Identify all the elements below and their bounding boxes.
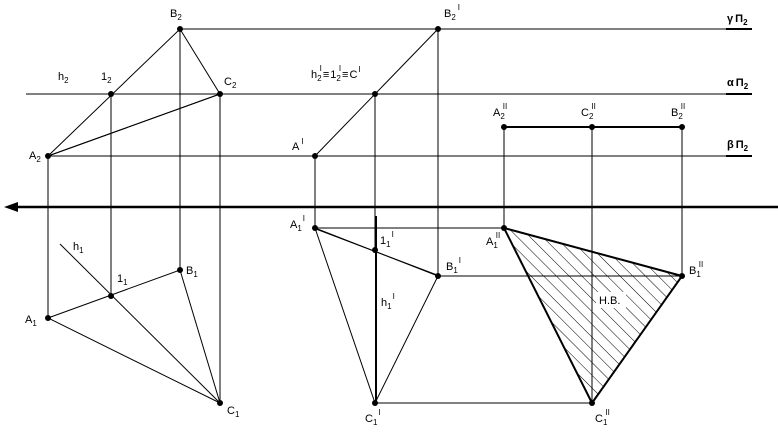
dot-a2pp bbox=[501, 124, 507, 130]
triangle-frontal bbox=[47, 28, 221, 157]
true-size-label: Н.В. bbox=[599, 295, 620, 307]
label-c1pp: C1II bbox=[595, 408, 610, 427]
dot-b2pp bbox=[679, 124, 685, 130]
dot-ap bbox=[312, 153, 318, 159]
dot-a1p bbox=[312, 225, 318, 231]
horizontal-h1-line bbox=[59, 243, 221, 404]
dot-b2p bbox=[435, 26, 441, 32]
true-size-edge-ac bbox=[503, 227, 593, 404]
dot-c1p bbox=[372, 400, 378, 406]
point-dots bbox=[45, 26, 685, 406]
label-c1: C1 bbox=[227, 405, 240, 419]
dot-a2 bbox=[45, 153, 51, 159]
label-a1pp: A1II bbox=[486, 231, 500, 250]
true-size-triangle bbox=[503, 227, 683, 404]
triangle-horizontal bbox=[46, 269, 221, 404]
dot-a1pp bbox=[501, 225, 507, 231]
label-a2: A2 bbox=[29, 150, 41, 164]
dot-1-1 bbox=[108, 293, 114, 299]
dot-a1 bbox=[45, 315, 51, 321]
true-size-edge-ab bbox=[503, 227, 683, 277]
label-1-2: 12 bbox=[101, 71, 112, 85]
true-size-edge-bc bbox=[591, 275, 683, 404]
label-equivalence: h2I≡12I≡CI bbox=[311, 64, 361, 83]
label-b2pp: B2II bbox=[671, 102, 685, 121]
dot-1-1p bbox=[372, 247, 378, 253]
label-h1: h1 bbox=[73, 241, 84, 255]
dot-b1p bbox=[435, 273, 441, 279]
axis-arrow bbox=[4, 202, 18, 212]
dot-c2 bbox=[217, 91, 223, 97]
label-a1p: A1I bbox=[290, 214, 305, 233]
dot-1-2 bbox=[108, 91, 114, 97]
dot-b1 bbox=[177, 267, 183, 273]
dot-c1pp bbox=[589, 400, 595, 406]
label-a2pp: A2II bbox=[493, 102, 507, 121]
label-h2: h2 bbox=[58, 71, 69, 85]
dot-b1pp bbox=[679, 273, 685, 279]
dot-c2p bbox=[372, 91, 378, 97]
label-h1p: h1I bbox=[381, 292, 395, 311]
true-size-label-bg bbox=[596, 292, 626, 308]
dot-b2 bbox=[177, 26, 183, 32]
label-b1: B1 bbox=[186, 265, 198, 279]
triangle-frontal-edge bbox=[47, 93, 221, 157]
label-1-1: 11 bbox=[117, 273, 128, 287]
label-a1: A1 bbox=[25, 314, 37, 328]
label-c1p: C1I bbox=[365, 408, 381, 427]
label-b2p: B2I bbox=[444, 3, 460, 22]
label-b1pp: B1II bbox=[689, 260, 703, 279]
label-c2pp: C2II bbox=[581, 102, 596, 121]
dot-c2pp bbox=[589, 124, 595, 130]
label-c2: C2 bbox=[224, 76, 237, 90]
label-b1p: B1I bbox=[446, 256, 461, 275]
label-b2: B2 bbox=[170, 8, 182, 22]
dot-c1 bbox=[217, 400, 223, 406]
label-1-1p: 11I bbox=[380, 230, 394, 249]
